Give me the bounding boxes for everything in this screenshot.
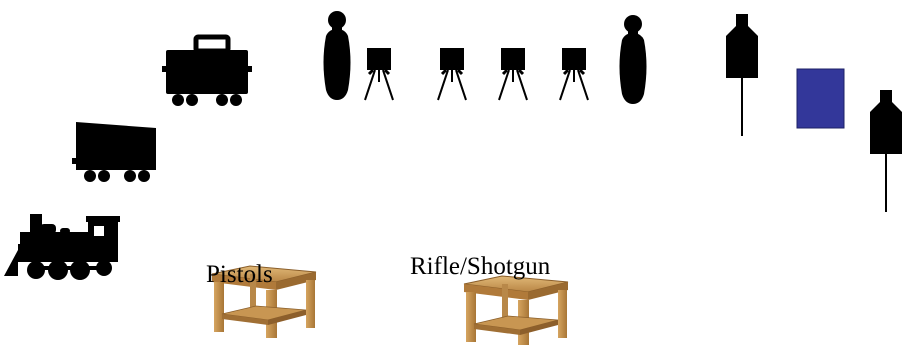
- pistols-label: Pistols: [206, 261, 273, 288]
- rifle-shotgun-label: Rifle/Shotgun: [410, 253, 551, 280]
- silhouette-target-on-pole: [869, 89, 903, 213]
- coal-car: [72, 122, 156, 182]
- bowling-pin-target: [619, 15, 647, 104]
- plate-target: [497, 46, 529, 102]
- boxcar: [162, 34, 252, 106]
- bowling-pin-target: [323, 11, 351, 100]
- silhouette-target-on-pole: [725, 13, 759, 137]
- locomotive: [4, 214, 120, 280]
- plate-target: [436, 46, 468, 102]
- rifle-shotgun-table: [463, 275, 569, 345]
- plate-target: [558, 46, 590, 102]
- blue-rectangle-target: [796, 68, 845, 129]
- plate-target: [363, 46, 395, 102]
